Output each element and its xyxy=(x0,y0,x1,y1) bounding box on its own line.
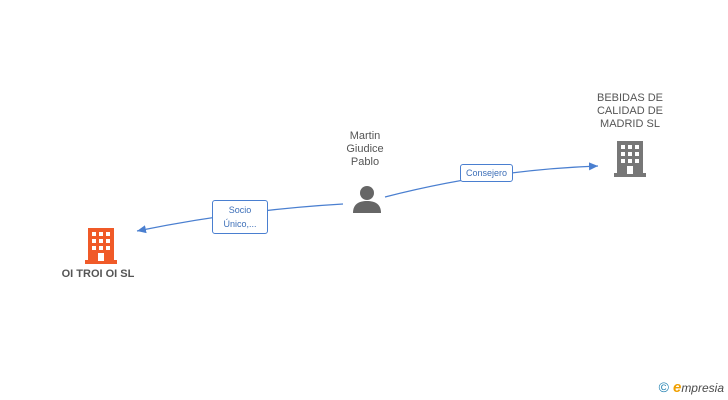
building-main-icon[interactable] xyxy=(85,228,117,264)
edge-label-socio[interactable]: Socio Único,... xyxy=(212,200,268,234)
building-icon[interactable] xyxy=(614,141,646,177)
company-main-label[interactable]: OI TROI OI SL xyxy=(61,268,135,280)
brand-logo-e: e xyxy=(672,379,682,396)
person-icon[interactable] xyxy=(352,185,382,214)
company-bebidas-label[interactable]: BEBIDAS DE CALIDAD DE MADRID SL xyxy=(596,92,664,130)
copyright-icon: © xyxy=(658,379,669,395)
brand-watermark: ©empresia xyxy=(658,379,724,396)
person-label[interactable]: Martin Giudice Pablo xyxy=(346,130,384,168)
edge-label-consejero[interactable]: Consejero xyxy=(460,164,514,182)
